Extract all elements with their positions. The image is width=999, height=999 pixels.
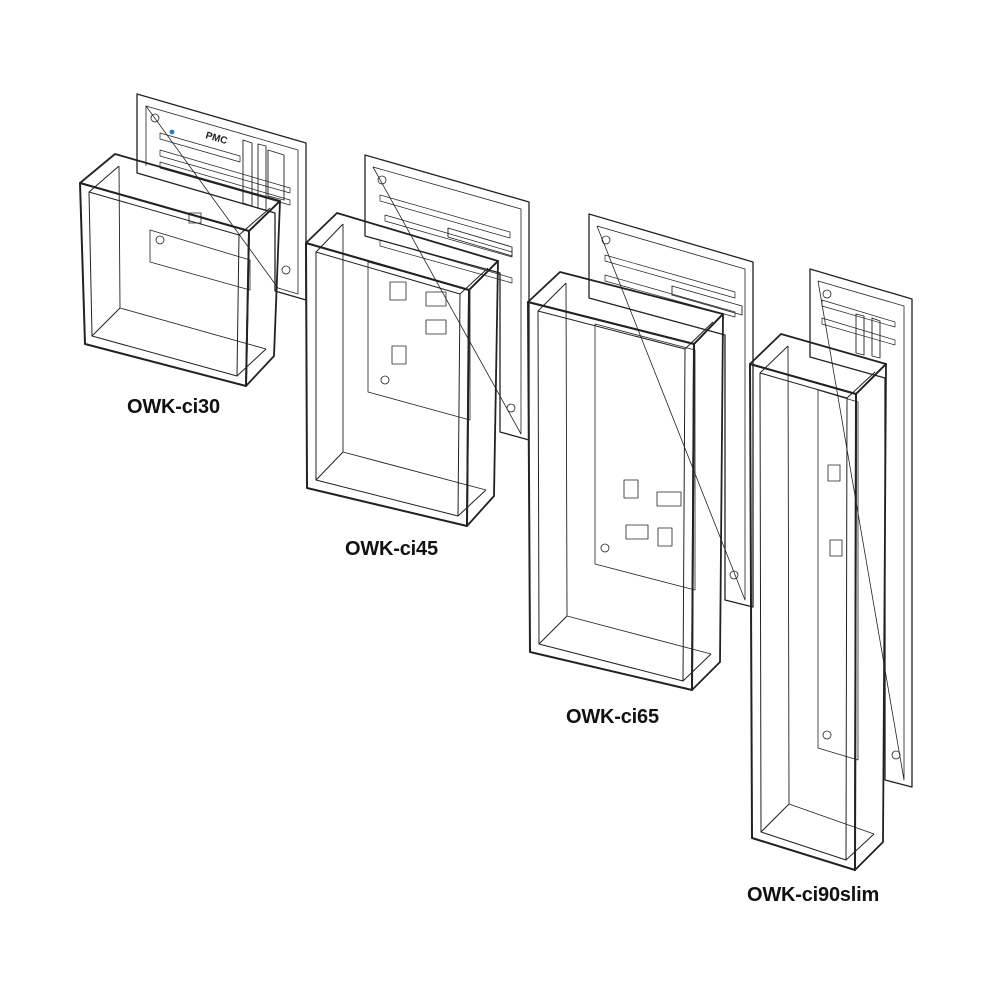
- marker-icon: [377, 175, 387, 185]
- marker-icon: [281, 265, 291, 275]
- template-slot-rows: [821, 299, 896, 346]
- marker-icon: [601, 235, 611, 245]
- template-slot-rows: [604, 254, 736, 318]
- mounting-rail: [855, 313, 881, 359]
- owk-ci65-assembly: [527, 213, 754, 691]
- marker-icon: [380, 375, 390, 385]
- model-label-owk-ci45: OWK-ci45: [345, 538, 438, 560]
- owk-ci45-assembly: [305, 154, 530, 527]
- marker-icon: [729, 570, 739, 580]
- marker-icon: [822, 730, 832, 740]
- mounting-rail: [242, 139, 285, 211]
- marker-icon: [150, 113, 160, 123]
- back-box: [79, 153, 281, 387]
- marker-icon: [155, 235, 165, 245]
- marker-icon: [600, 543, 610, 553]
- template-brand-logo: PMC: [204, 130, 228, 147]
- template-slot-rows: [379, 194, 513, 284]
- model-label-owk-ci30: OWK-ci30: [127, 396, 220, 418]
- back-box: [305, 212, 499, 527]
- back-box: [527, 271, 724, 691]
- install-template-sheet: [364, 154, 530, 441]
- install-template-sheet: [588, 213, 754, 608]
- mounting-rail: [447, 227, 513, 257]
- marker-icon: [506, 403, 516, 413]
- mounting-rail: [671, 285, 743, 316]
- marker-icon: [891, 750, 901, 760]
- back-box: [749, 333, 887, 871]
- owk-ci30-assembly: PMC: [79, 93, 307, 387]
- install-template-sheet: [809, 268, 913, 788]
- marker-icon: [822, 289, 832, 299]
- model-label-owk-ci65: OWK-ci65: [566, 706, 659, 728]
- model-label-owk-ci90slim: OWK-ci90slim: [747, 884, 880, 906]
- install-template-sheet: PMC: [136, 93, 307, 301]
- marker-icon: [169, 129, 175, 135]
- owk-ci90slim-assembly: [749, 268, 913, 871]
